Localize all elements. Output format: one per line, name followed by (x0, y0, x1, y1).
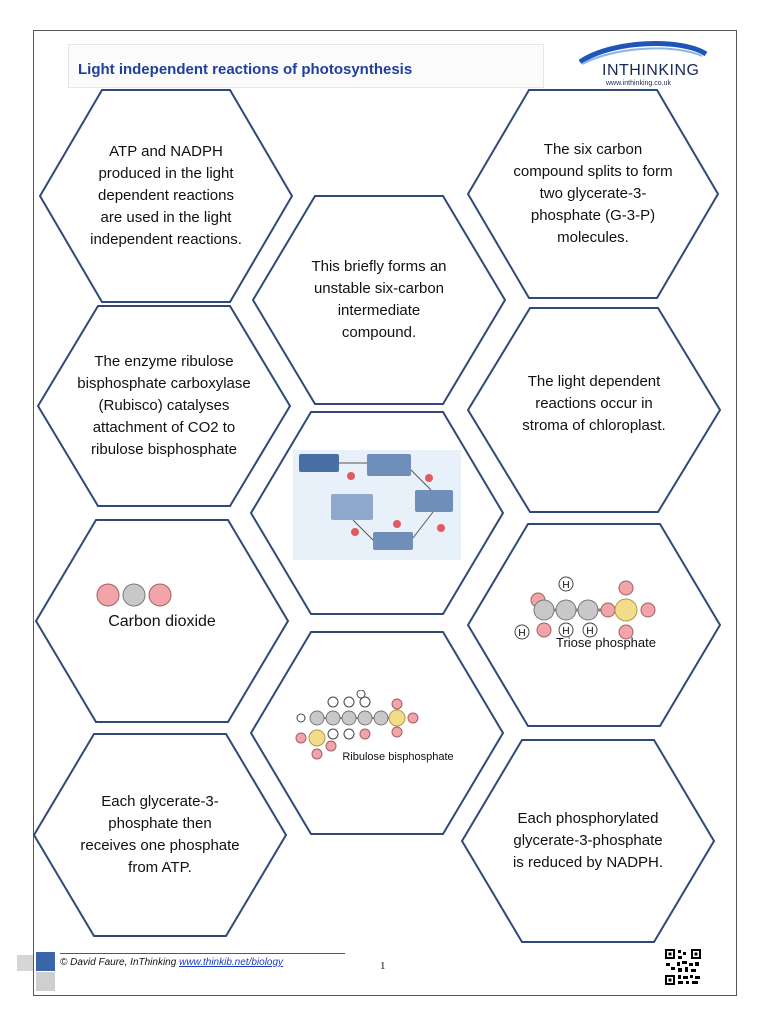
hex-card-calvin-cycle-image (249, 410, 505, 616)
carbon-dioxide-molecule-icon (96, 583, 172, 607)
molecule-label: Triose phosphate (556, 635, 656, 650)
footer-credit: © David Faure, InThinking www.thinkib.ne… (60, 957, 284, 968)
hex-card-atp-nadph: ATP and NADPH produced in the light depe… (38, 88, 294, 304)
hex-card-triose-phosphate: H H H H Triose phosphate (466, 522, 722, 728)
card-text: This briefly forms an unstable six-carbo… (311, 258, 447, 341)
ribulose-bisphosphate-molecule-icon (295, 690, 419, 760)
card-text: The enzyme ribulose bisphosphate carboxy… (77, 353, 251, 458)
hex-card-stroma: The light dependent reactions occur in s… (466, 306, 722, 514)
molecule-label: Ribulose bisphosphate (342, 751, 454, 763)
qr-code-icon[interactable] (664, 948, 702, 986)
footer-square-grey (36, 972, 55, 991)
card-text: Each phosphorylated glycerate-3-phosphat… (512, 810, 664, 871)
triose-phosphate-molecule-icon: H H H H (514, 576, 656, 640)
hex-card-rubisco: The enzyme ribulose bisphosphate carboxy… (36, 304, 292, 508)
calvin-cycle-diagram-icon (293, 450, 461, 560)
card-text: Each glycerate-3-phosphate then receives… (80, 793, 240, 876)
hex-card-six-carbon-split: The six carbon compound splits to form t… (466, 88, 720, 300)
footer-square-dark (36, 952, 55, 971)
hex-card-glycerate-phosphate: Each glycerate-3-phosphate then receives… (32, 732, 288, 938)
hex-card-unstable-intermediate: This briefly forms an unstable six-carbo… (251, 194, 507, 406)
card-text: The six carbon compound splits to form t… (513, 141, 673, 246)
page-frame (33, 30, 737, 996)
page-number: 1 (380, 960, 386, 972)
logo-swoosh-icon (578, 41, 708, 65)
footer-rule (60, 953, 345, 954)
hex-card-carbon-dioxide: Carbon dioxide (34, 518, 290, 724)
molecule-label: Carbon dioxide (108, 613, 216, 630)
footer-square-light (17, 955, 33, 971)
footer-link[interactable]: www.thinkib.net/biology (179, 957, 284, 968)
card-text: ATP and NADPH produced in the light depe… (90, 143, 242, 248)
hex-card-ribulose-bisphosphate: Ribulose bisphosphate (249, 630, 505, 836)
svg-text:H: H (518, 628, 525, 639)
svg-text:H: H (562, 580, 569, 591)
inthinking-logo: INTHINKING www.inthinking.co.uk (572, 40, 712, 92)
page-title: Light independent reactions of photosynt… (78, 61, 413, 78)
card-text: The light dependent reactions occur in s… (522, 373, 666, 434)
logo-url: www.inthinking.co.uk (606, 80, 671, 87)
title-box (68, 44, 544, 88)
svg-text:H: H (562, 626, 569, 637)
svg-text:H: H (586, 626, 593, 637)
hex-card-phosphorylated: Each phosphorylated glycerate-3-phosphat… (460, 738, 716, 944)
logo-wordmark: INTHINKING (602, 62, 700, 79)
